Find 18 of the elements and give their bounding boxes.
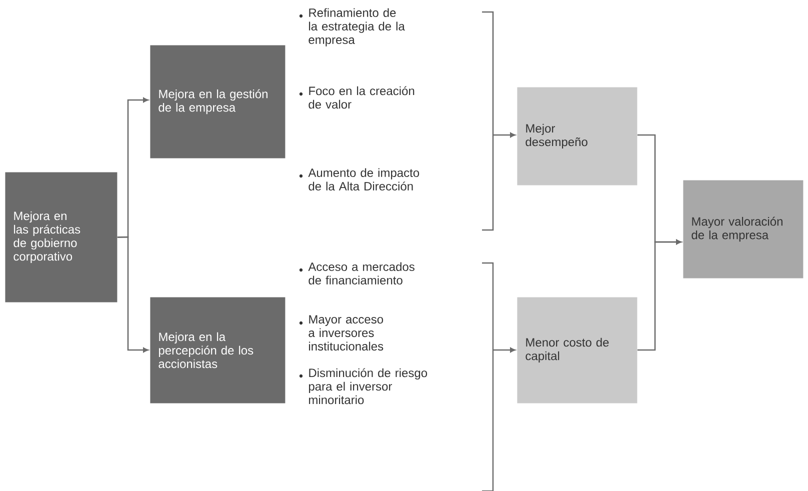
- bullet-item: Refinamiento de la estrategia de la empresa: [299, 8, 405, 46]
- process-box: Mejora en las prácticas de gobierno corporativo: [5, 172, 118, 302]
- process-box: Mejora en la percepción de los accionistas: [150, 297, 286, 404]
- arrow: [117, 236, 148, 352]
- process-box: Menor costo de capital: [517, 297, 638, 404]
- bullet-item: Aumento de impacto de la Alta Dirección: [299, 168, 420, 190]
- arrow: [493, 348, 516, 352]
- arrow: [637, 240, 682, 351]
- bullet-item: Disminución de riesgo para el inversor minoritario: [299, 368, 428, 404]
- process-box: Mayor valoración de la empresa: [683, 180, 804, 278]
- bullet-item: Mayor acceso a inversores institucionales: [299, 315, 384, 351]
- bullet-item: Acceso a mercados de financiamiento: [299, 262, 414, 284]
- process-box: Mejora en la gestión de la empresa: [150, 45, 286, 158]
- process-box: Mejor desempeño: [517, 87, 638, 186]
- arrow: [493, 132, 516, 138]
- bullet-item: Foco en la creación de valor: [299, 86, 414, 109]
- bracket: [482, 262, 494, 491]
- bracket: [482, 11, 494, 231]
